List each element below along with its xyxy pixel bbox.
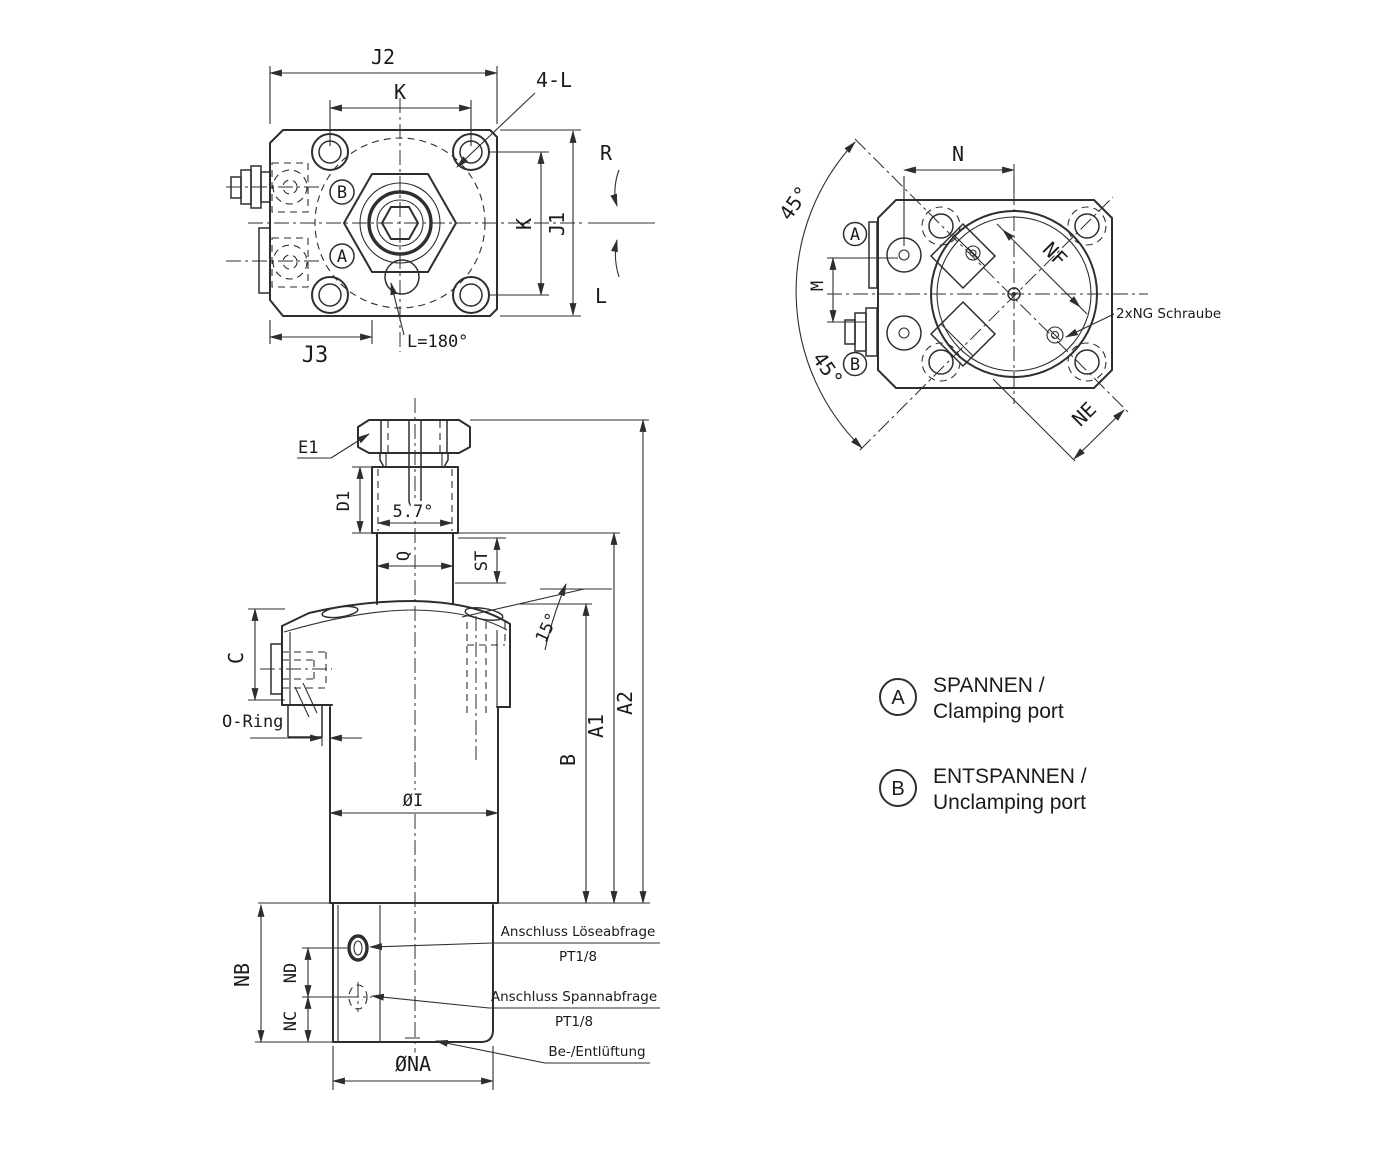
port-b-marker: B [329, 179, 355, 205]
dim-label-st: ST [472, 551, 492, 571]
dim-label-l180: L=180° [407, 332, 468, 352]
dim-label-l-right: L [595, 284, 607, 308]
cylinder-body-circle [930, 210, 1098, 378]
legend: A SPANNEN / Clamping port B ENTSPANNEN /… [879, 674, 1087, 814]
front-view: B A J2 K 4-L K J1 R [226, 45, 655, 368]
dim-label-nc: NC [281, 1011, 301, 1031]
dim-label-nd: ND [281, 963, 301, 983]
dim-label-oring: O-Ring [222, 712, 283, 732]
top-view: A B N M 45° 45° NF NE [774, 138, 1221, 462]
top-view-centerlines [827, 138, 1148, 451]
dim-label-j3: J3 [302, 343, 329, 368]
dim-label-taper: 5.7° [393, 502, 434, 522]
dim-label-a1: A1 [584, 714, 608, 738]
dim-label-e1: E1 [298, 438, 318, 458]
dim-label-ne: NE [1067, 397, 1101, 431]
legend-a-circle [879, 678, 917, 716]
note-ng-screw: 2xNG Schraube [1116, 306, 1221, 322]
front-view-dimensions: J2 K 4-L K J1 R L J3 [268, 45, 655, 368]
side-view-annotations: Anschluss Löseabfrage PT1/8 Anschluss Sp… [368, 924, 660, 1064]
dim-label-d1: D1 [334, 491, 354, 511]
note-vent: Be-/Entlüftung [548, 1044, 645, 1060]
dim-label-45-bottom: 45° [808, 347, 848, 390]
bolt-circle [314, 137, 486, 309]
top-port-a-marker: A [842, 221, 868, 247]
cylinder-tube [258, 706, 650, 904]
note-clamp-port-line2: PT1/8 [555, 1014, 593, 1030]
note-release-port-line2: PT1/8 [559, 949, 597, 965]
clamp-body [260, 600, 511, 760]
legend-a-line2: Clamping port [933, 700, 1064, 723]
dim-label-k-right: K [512, 218, 536, 230]
ng-screws [965, 245, 1064, 344]
top-port-a-label: A [850, 225, 860, 245]
dim-label-r: R [600, 141, 613, 165]
legend-b-line2: Unclamping port [933, 791, 1086, 814]
dim-label-j1: J1 [545, 212, 569, 236]
top-port-b-marker: B [842, 351, 868, 377]
legend-port-b: B ENTSPANNEN / Unclamping port [879, 765, 1087, 814]
dim-label-n: N [952, 142, 964, 166]
dim-label-bore: ØI [403, 791, 423, 811]
dim-label-15: 15° [532, 610, 563, 646]
dim-label-4l: 4-L [536, 68, 572, 92]
bottom-housing [332, 902, 494, 1043]
legend-b-circle [879, 769, 917, 807]
center-hex-plug [343, 173, 457, 295]
port-b-label: B [337, 183, 347, 203]
legend-b-letter: B [891, 778, 904, 800]
side-view-dimensions: E1 D1 5.7° Q ST 15° C [222, 418, 649, 1090]
legend-b-line1: ENTSPANNEN / [933, 765, 1087, 788]
drive-keys [929, 222, 997, 368]
diagonal-1 [854, 138, 1129, 413]
port-a-marker: A [329, 243, 355, 269]
hidden-ports [271, 162, 309, 288]
dim-label-nf: NF [1038, 237, 1072, 271]
dim-label-k-top: K [394, 80, 406, 104]
cylinder-body-inner-circle [936, 216, 1092, 372]
dim-label-c: C [224, 652, 248, 664]
dim-label-a2: A2 [613, 691, 637, 715]
side-fitting [230, 165, 271, 294]
front-view-centerlines [226, 98, 582, 352]
dim-label-b: B [556, 754, 580, 766]
note-clamp-port-line1: Anschluss Spannabfrage [491, 989, 657, 1005]
dim-label-nb: NB [230, 963, 254, 987]
top-flange-outline [877, 199, 1113, 389]
center-dot [1012, 292, 1016, 296]
dim-label-q: Q [394, 551, 414, 561]
orientation-circle [384, 259, 420, 295]
legend-a-line1: SPANNEN / [933, 674, 1045, 697]
dim-label-m: M [808, 281, 828, 291]
hex-head [357, 419, 471, 468]
dim-label-j2: J2 [371, 45, 395, 69]
side-tab [258, 227, 271, 294]
top-port-b-label: B [850, 355, 860, 375]
note-release-port-line1: Anschluss Löseabfrage [501, 924, 656, 940]
release-sensor-port [347, 934, 369, 962]
legend-a-letter: A [891, 687, 905, 709]
port-a-label: A [337, 247, 347, 267]
legend-port-a: A SPANNEN / Clamping port [879, 674, 1064, 723]
top-view-dimensions: N M 45° 45° NF NE 2xNG Schraube [774, 141, 1221, 462]
side-view: E1 D1 5.7° Q ST 15° C [222, 398, 660, 1090]
dim-label-dna: ØNA [395, 1052, 431, 1076]
